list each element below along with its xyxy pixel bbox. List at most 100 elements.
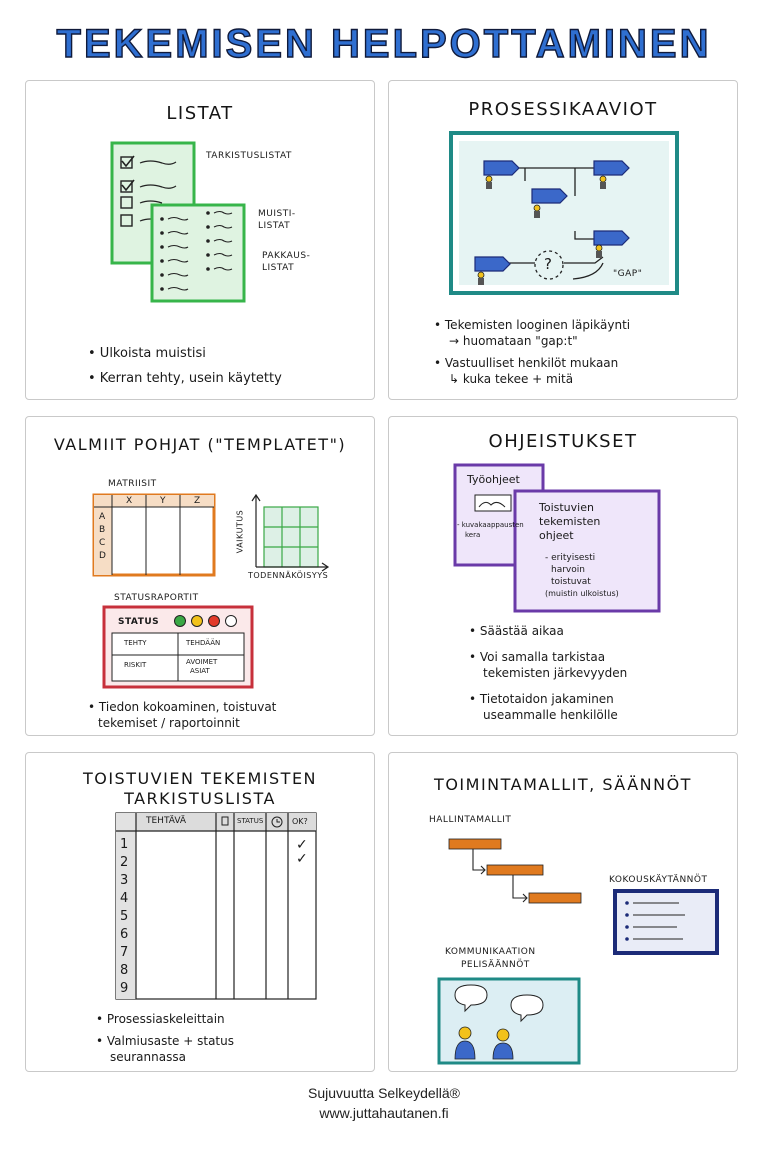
panel-toimintamallit: TOIMINTAMALLIT, SÄÄNNÖT HALLINTAMALLIT K… (388, 752, 738, 1072)
page-title: TEKEMISEN HELPOTTAMINEN (56, 21, 712, 66)
person-icon (454, 1026, 514, 1060)
row-number: 8 (120, 963, 129, 978)
check-icon (121, 155, 135, 168)
footer-brand: Sujuvuutta Selkeydellä® (308, 1085, 460, 1101)
governance-label: HALLINTAMALLIT (429, 815, 512, 825)
label-tarkistuslistat: TARKISTUSLISTAT (206, 151, 292, 161)
matrix-table (92, 493, 216, 577)
card2-note: (muistin ulkoistus) (545, 589, 619, 598)
bullet: • Säästää aikaa (469, 624, 564, 638)
communication-label: KOMMUNIKAATION (445, 947, 536, 957)
bullet: • Voi samalla tarkistaa (469, 650, 606, 664)
panel-title: TARKISTUSLISTA (124, 789, 276, 808)
panel-title: TOISTUVIEN TEKEMISTEN (82, 769, 318, 788)
label-pakkaus: PAKKAUS- (262, 251, 311, 261)
bullet: • Valmiusaste + status (96, 1034, 234, 1048)
row-number: 3 (120, 873, 129, 888)
impact-grid (263, 506, 319, 568)
panel-listat: LISTAT TARKISTUSLISTAT MUISTI- LISTAT (25, 80, 375, 400)
card2-line: Toistuvien (539, 501, 594, 514)
card2-note: - erityisesti (545, 553, 596, 563)
label-listat-2: LISTAT (262, 263, 295, 273)
recurring-instruction-card (513, 489, 661, 613)
communication-label: PELISÄÄNNÖT (461, 960, 530, 970)
check-icon (121, 179, 135, 192)
status-light (208, 615, 220, 627)
card2-line: tekemisten (539, 515, 601, 528)
instructions-illustration (453, 463, 661, 613)
gap-label: "GAP" (613, 269, 643, 279)
panel-title: OHJEISTUKSET (488, 431, 638, 452)
panel-ohjeistukset: OHJEISTUKSET Työohjeet - kuvakaappausten… (388, 416, 738, 736)
status-cell: RISKIT (124, 661, 147, 669)
gap-question: ? (544, 255, 552, 273)
status-cell: TEHDÄÄN (186, 639, 221, 647)
lists-illustration (110, 141, 246, 303)
memo-sheet (150, 203, 246, 303)
matrix-row: B (99, 525, 106, 535)
matrix-col: Y (160, 496, 166, 506)
card2-note: harvoin (551, 565, 585, 575)
operating-models-illustration (437, 838, 719, 1065)
panel-title: LISTAT (166, 103, 234, 124)
panel-title: TOIMINTAMALLIT, SÄÄNNÖT (434, 775, 692, 794)
matrix-label: MATRIISIT (108, 479, 157, 489)
axis-x-label: TODENNÄKÖISYYS (248, 571, 329, 580)
speech-bubble-icon (454, 984, 488, 1013)
person-icon (477, 175, 607, 279)
card2-note: toistuvat (551, 577, 591, 587)
panel-prosessikaaviot: PROSESSIKAAVIOT ? "GAP" • Tekemisten loo… (388, 80, 738, 400)
label-listat: LISTAT (258, 221, 291, 231)
bullet: • Prosessiaskeleittain (96, 1012, 225, 1026)
bullet: • Kerran tehty, usein käytetty (88, 371, 282, 386)
governance-bar (448, 838, 502, 850)
row-number: 6 (120, 927, 129, 942)
bullet: • Tiedon kokoaminen, toistuvat (88, 700, 277, 714)
governance-bar (528, 892, 582, 904)
checkmark: ✓ (296, 851, 308, 867)
card1-title: Työohjeet (467, 473, 520, 486)
bullet: tekemisten järkevyyden (483, 666, 628, 680)
col-header-tehtava: TEHTÄVÄ (146, 816, 187, 826)
matrix-row: D (99, 551, 107, 561)
checklist-table (115, 812, 317, 1000)
status-light (191, 615, 203, 627)
checkbox (120, 196, 133, 209)
row-number: 1 (120, 837, 129, 852)
matrix-col: X (126, 496, 133, 506)
status-word: STATUS (118, 617, 160, 627)
bullet: • Tietotaidon jakaminen (469, 692, 614, 706)
meeting-practices-label: KOKOUSKÄYTÄNNÖT (609, 875, 708, 885)
governance-bar (486, 864, 544, 876)
bullet: ↳ kuka tekee + mitä (449, 372, 574, 386)
footer-url[interactable]: www.juttahautanen.fi (319, 1105, 449, 1121)
col-header-status: STATUS (237, 817, 264, 825)
bullet: → huomataan "gap:t" (449, 334, 578, 348)
card1-note: kera (465, 531, 481, 539)
owner-icon (221, 816, 229, 826)
bullet: tekemiset / raportoinnit (98, 716, 240, 730)
bullet: • Vastuulliset henkilöt mukaan (434, 356, 619, 370)
status-report-label: STATUSRAPORTIT (114, 593, 199, 603)
panel-title: VALMIIT POHJAT ("TEMPLATET") (53, 435, 347, 454)
bullet: • Tekemisten looginen läpikäynti (434, 318, 631, 332)
row-number: 5 (120, 909, 129, 924)
speech-bubble-icon (510, 994, 544, 1023)
panel-pohjat: VALMIIT POHJAT ("TEMPLATET") MATRIISIT X… (25, 416, 375, 736)
row-number: 7 (120, 945, 129, 960)
label-muisti: MUISTI- (258, 209, 296, 219)
bullet: seurannassa (110, 1050, 186, 1064)
process-step (474, 160, 630, 272)
col-header-ok: OK? (292, 817, 308, 826)
checkbox (120, 214, 133, 227)
card2-line: ohjeet (539, 529, 574, 542)
checkbox (120, 156, 133, 169)
status-light (174, 615, 186, 627)
matrix-col: Z (194, 496, 201, 506)
row-number: 9 (120, 981, 129, 996)
checkbox (120, 180, 133, 193)
matrix-row: C (99, 538, 106, 548)
panel-tarkistuslista: TOISTUVIEN TEKEMISTEN TARKISTUSLISTA TEH… (25, 752, 375, 1072)
card1-note: - kuvakaappausten (457, 521, 524, 529)
process-diagram (449, 131, 679, 295)
